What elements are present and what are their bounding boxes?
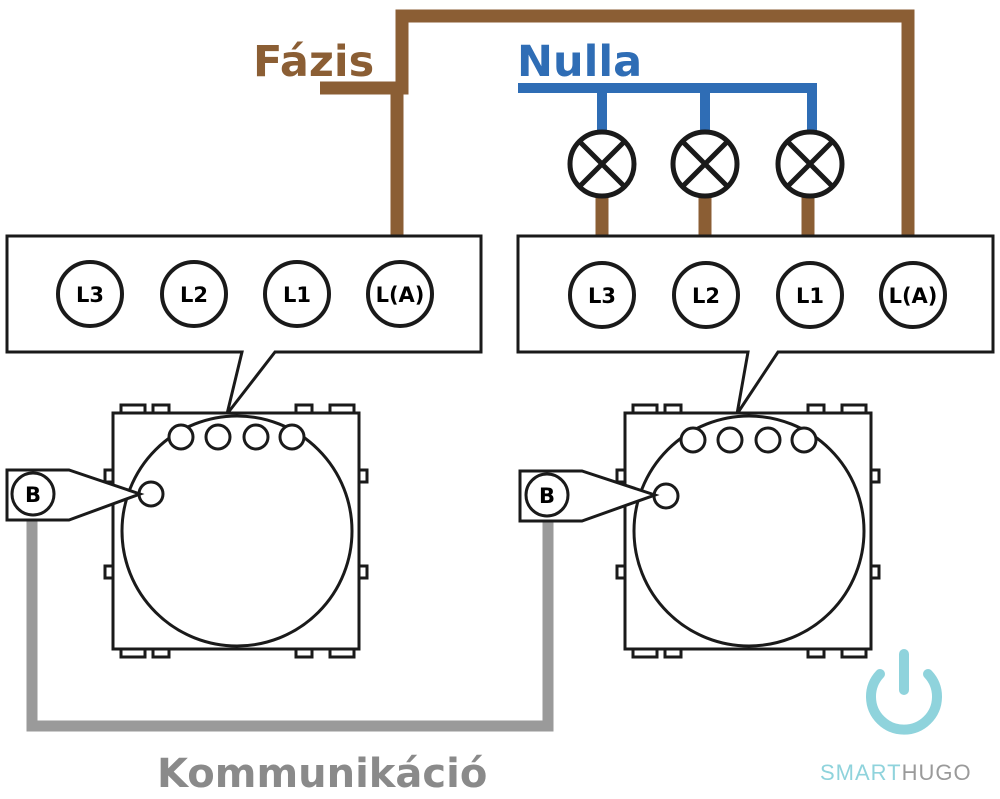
right-terminal-callout — [516, 234, 995, 415]
neutral-bus-wire — [518, 83, 817, 132]
phase-cross-wire — [395, 9, 915, 262]
terminal-label: L2 — [180, 283, 208, 307]
phase-wires — [320, 9, 915, 262]
phase-label: Fázis — [253, 37, 374, 87]
right-switch-module — [615, 403, 881, 659]
terminal-label: L3 — [588, 284, 616, 308]
terminal-label: L1 — [283, 283, 311, 307]
phase-main-wire — [320, 81, 404, 260]
power-icon — [866, 649, 942, 735]
left-terminal-callout — [5, 234, 483, 415]
right-terminal-l3: L3 — [568, 261, 636, 329]
terminal-label: L3 — [76, 283, 104, 307]
bus-label: B — [539, 484, 555, 508]
neutral-wires — [518, 83, 817, 132]
left-bus-callout: B — [5, 468, 145, 522]
right-terminal-l2: L2 — [672, 261, 740, 329]
terminal-label: L(A) — [889, 284, 938, 308]
lamp — [775, 129, 845, 199]
left-terminal-la: L(A) — [366, 260, 434, 328]
brand-logo-text: SMARTHUGO — [820, 760, 972, 785]
terminal-label: L2 — [692, 284, 720, 308]
communication-wire — [26, 516, 554, 732]
communication-label: Kommunikáció — [157, 751, 487, 797]
right-terminal-l1: L1 — [776, 261, 844, 329]
left-switch-module — [103, 403, 369, 659]
right-bus-callout: B — [518, 469, 660, 523]
neutral-label: Nulla — [517, 37, 642, 87]
terminal-label: L1 — [796, 284, 824, 308]
terminal-label: L(A) — [376, 283, 425, 307]
right-terminal-la: L(A) — [879, 261, 947, 329]
left-terminal-l1: L1 — [263, 260, 331, 328]
bus-label: B — [25, 483, 41, 507]
lamp — [567, 129, 637, 199]
left-terminal-l3: L3 — [56, 260, 124, 328]
lamp — [670, 129, 740, 199]
left-terminal-l2: L2 — [160, 260, 228, 328]
